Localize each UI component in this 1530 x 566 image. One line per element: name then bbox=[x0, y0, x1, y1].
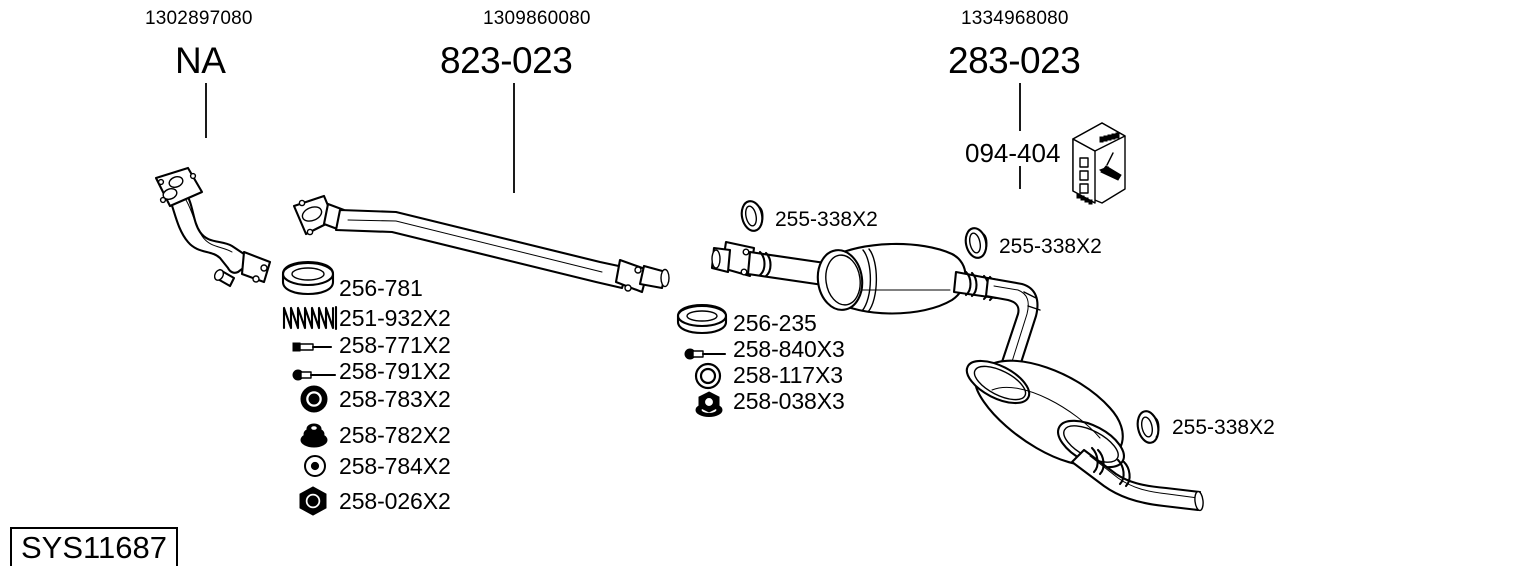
part-label-251-932X2: 251-932X2 bbox=[339, 305, 451, 331]
part-label-258-117X3: 258-117X3 bbox=[733, 362, 843, 388]
exhaust-centre-pipe-icon bbox=[290, 192, 710, 294]
washer-ring-icon-258-783X2 bbox=[300, 385, 328, 413]
sub-code-094-404: 094-404 bbox=[965, 138, 1061, 168]
bolt-long-icon-258-840X3 bbox=[684, 347, 727, 361]
exhaust-rear-silencer-icon bbox=[960, 262, 1220, 522]
part-number-rear-silencer: 283-023 bbox=[948, 40, 1081, 81]
oem-code-front-pipe: 1302897080 bbox=[145, 8, 253, 29]
leader-line-rear-silencer-upper bbox=[1019, 83, 1021, 131]
oem-code-centre-pipe: 1309860080 bbox=[483, 8, 591, 29]
rubber-mount-icon-1 bbox=[740, 199, 766, 233]
part-label-256-235: 256-235 bbox=[733, 310, 817, 336]
system-code-badge: SYS11687 bbox=[10, 527, 178, 566]
part-label-258-791X2: 258-791X2 bbox=[339, 358, 451, 384]
leader-line-centre-pipe bbox=[513, 83, 515, 193]
rubber-mount-icon-2 bbox=[964, 226, 990, 260]
flat-washer-icon-258-117X3 bbox=[694, 362, 722, 390]
hex-nut-icon-258-026X2 bbox=[298, 486, 328, 516]
rubber-mount-icon-3 bbox=[1136, 409, 1162, 445]
part-label-258-026X2: 258-026X2 bbox=[339, 488, 451, 514]
part-label-256-781: 256-781 bbox=[339, 275, 423, 301]
gasket-ring-icon-256-235 bbox=[676, 303, 728, 335]
product-box-icon bbox=[1069, 117, 1129, 209]
part-label-258-784X2: 258-784X2 bbox=[339, 453, 451, 479]
bolt-short-icon-258-771X2 bbox=[292, 340, 333, 354]
part-number-centre-pipe: 823-023 bbox=[440, 40, 573, 81]
gasket-ring-icon-256-781 bbox=[281, 260, 335, 296]
leader-line-front-pipe bbox=[205, 83, 207, 138]
part-label-258-771X2: 258-771X2 bbox=[339, 332, 451, 358]
exhaust-middle-silencer-icon bbox=[710, 228, 1012, 338]
flange-nut-icon-258-038X3 bbox=[694, 390, 724, 418]
cup-washer-icon-258-782X2 bbox=[300, 421, 328, 449]
hanger-label-1: 255-338X2 bbox=[775, 208, 878, 231]
part-label-258-038X3: 258-038X3 bbox=[733, 388, 845, 414]
exhaust-front-pipe-icon bbox=[148, 166, 278, 296]
part-number-front-pipe: NA bbox=[175, 40, 226, 81]
hanger-label-3: 255-338X2 bbox=[1172, 416, 1275, 439]
part-label-258-782X2: 258-782X2 bbox=[339, 422, 451, 448]
oem-code-rear-silencer: 1334968080 bbox=[961, 8, 1069, 29]
part-label-258-840X3: 258-840X3 bbox=[733, 336, 845, 362]
bolt-long-icon-258-791X2 bbox=[292, 368, 337, 382]
small-washer-icon-258-784X2 bbox=[303, 454, 327, 478]
hanger-label-2: 255-338X2 bbox=[999, 235, 1102, 258]
part-label-258-783X2: 258-783X2 bbox=[339, 386, 451, 412]
spring-icon-251-932X2 bbox=[280, 305, 340, 331]
leader-line-rear-silencer-lower bbox=[1019, 166, 1021, 189]
